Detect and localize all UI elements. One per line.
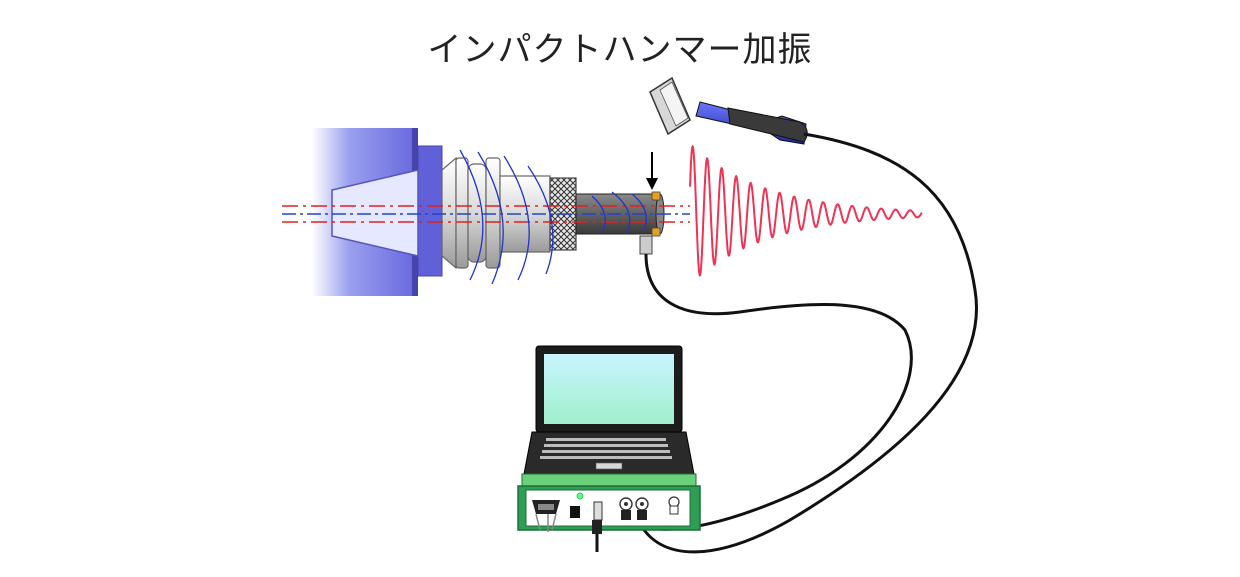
input-channel-3-icon xyxy=(668,496,680,515)
tool-holder-icon xyxy=(441,156,665,270)
accelerometer-icon xyxy=(639,235,653,255)
power-switch-icon xyxy=(570,506,580,518)
page-title: インパクトハンマー加振 xyxy=(427,30,813,70)
sensor-cable xyxy=(622,253,913,531)
input-channel-2-icon xyxy=(635,497,649,520)
axis-centerlines xyxy=(282,205,690,223)
impact-hammer-icon xyxy=(649,76,808,145)
machine-spindle-icon xyxy=(312,128,443,296)
laptop-analyzer-icon xyxy=(517,345,701,552)
usb-connector-icon xyxy=(593,501,603,521)
hammer-cable xyxy=(636,132,978,554)
impact-arrow-icon xyxy=(646,152,658,190)
status-led-icon xyxy=(576,492,584,500)
cables xyxy=(622,132,978,554)
damped-response-wave xyxy=(689,144,923,277)
vibration-mode-arcs xyxy=(459,149,647,285)
input-channel-1-icon xyxy=(619,497,633,520)
keyboard-keys xyxy=(540,438,672,459)
